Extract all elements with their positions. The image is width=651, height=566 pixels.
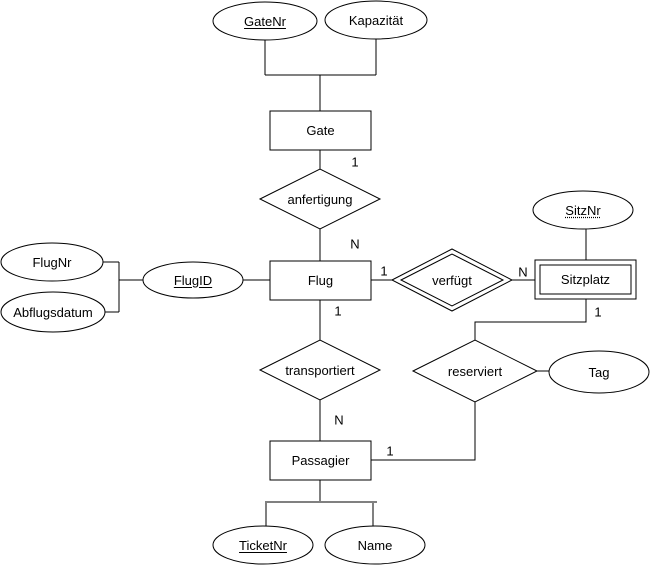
relationship-anfertigung[interactable] bbox=[258, 168, 382, 230]
attribute-gatenr[interactable] bbox=[212, 1, 318, 41]
attribute-kapazitaet[interactable] bbox=[324, 0, 428, 40]
attribute-flugid[interactable] bbox=[142, 261, 244, 299]
attribute-abflugsdatum[interactable] bbox=[0, 291, 106, 333]
attribute-flugnr[interactable] bbox=[0, 242, 104, 282]
relationship-verfuegt-inner-border bbox=[399, 253, 505, 307]
entity-gate[interactable] bbox=[269, 110, 372, 151]
attribute-name[interactable] bbox=[324, 525, 426, 565]
connector-reserviert-passagier bbox=[371, 402, 476, 461]
entity-sitzplatz-inner-border bbox=[539, 264, 632, 295]
relationship-reserviert[interactable] bbox=[411, 339, 539, 403]
relationship-verfuegt[interactable] bbox=[390, 248, 514, 312]
attribute-tag[interactable] bbox=[548, 350, 650, 394]
attribute-ticketnr[interactable] bbox=[212, 525, 314, 565]
connector-sitzplatz-reserviert bbox=[474, 299, 587, 340]
relationship-transportiert[interactable] bbox=[258, 339, 382, 401]
attribute-sitznr[interactable] bbox=[532, 190, 634, 230]
entity-passagier[interactable] bbox=[269, 440, 372, 481]
connectors bbox=[103, 39, 587, 527]
entity-flug[interactable] bbox=[269, 260, 372, 301]
entity-sitzplatz[interactable] bbox=[534, 259, 637, 300]
